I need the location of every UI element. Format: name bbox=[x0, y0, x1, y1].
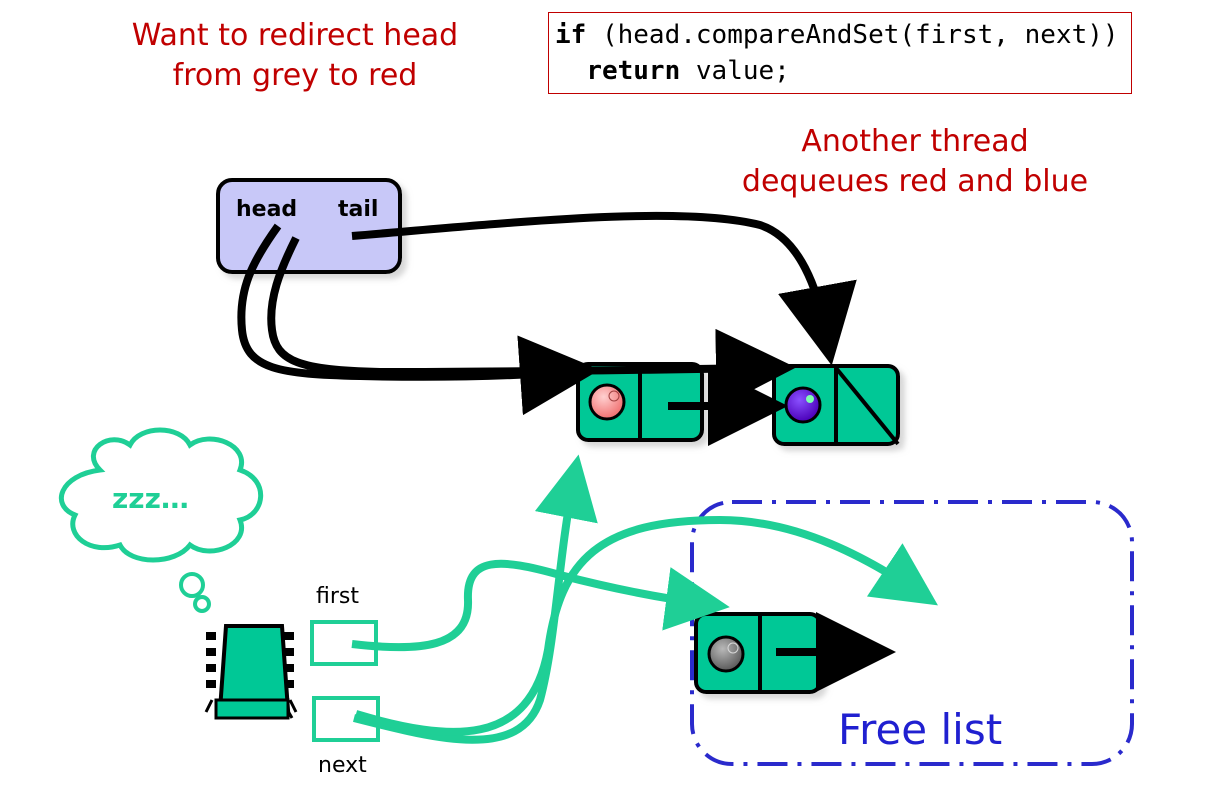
blue-node bbox=[772, 364, 900, 446]
thread-chip-icon bbox=[204, 624, 298, 720]
code-line-2: return value; bbox=[555, 53, 1131, 89]
code-snippet: if (head.compareAndSet(first, next)) ret… bbox=[548, 12, 1132, 94]
code-line-1: if (head.compareAndSet(first, next)) bbox=[555, 17, 1131, 53]
thought-dot-1 bbox=[179, 572, 205, 598]
next-pointer-arrow-free bbox=[354, 515, 938, 736]
blue-value-ball bbox=[784, 386, 822, 424]
head-pointer-arrow-1 bbox=[237, 223, 600, 416]
another-thread-note-line2: dequeues red and blue bbox=[741, 164, 1089, 199]
first-pointer-arrow bbox=[351, 559, 730, 652]
thought-dot-2 bbox=[193, 595, 211, 613]
queue-head-tail-box bbox=[216, 178, 402, 274]
another-thread-note: Another thread dequeues red and blue bbox=[730, 122, 1100, 202]
code-line-1-rest: (head.compareAndSet(first, next)) bbox=[586, 20, 1119, 50]
free-list-region bbox=[690, 500, 1134, 766]
code-keyword-return: return bbox=[586, 56, 681, 86]
redirect-note-line1: Want to redirect head bbox=[131, 18, 459, 53]
blue-value-highlight bbox=[806, 395, 814, 403]
next-variable-label: next bbox=[318, 753, 367, 778]
redirect-note-line2: from grey to red bbox=[172, 58, 418, 93]
tail-field-label: tail bbox=[338, 197, 378, 222]
grey-node bbox=[694, 612, 822, 694]
code-line-2-rest: value; bbox=[680, 56, 790, 86]
red-value-ball bbox=[588, 383, 626, 421]
head-pointer-arrow-2 bbox=[267, 236, 796, 409]
first-variable-label: first bbox=[316, 584, 359, 609]
red-value-highlight bbox=[608, 390, 620, 402]
another-thread-note-line1: Another thread bbox=[801, 124, 1029, 159]
thought-bubble bbox=[58, 427, 264, 563]
next-pointer-arrow bbox=[353, 454, 598, 744]
tail-pointer-arrow bbox=[351, 211, 857, 366]
grey-value-highlight bbox=[727, 642, 739, 654]
head-field-label: head bbox=[236, 197, 297, 222]
grey-value-ball bbox=[707, 635, 745, 673]
code-keyword-if: if bbox=[555, 20, 587, 50]
free-list-label: Free list bbox=[838, 705, 1002, 754]
redirect-note: Want to redirect head from grey to red bbox=[110, 16, 480, 96]
thought-bubble-text: zzz… bbox=[112, 482, 189, 515]
